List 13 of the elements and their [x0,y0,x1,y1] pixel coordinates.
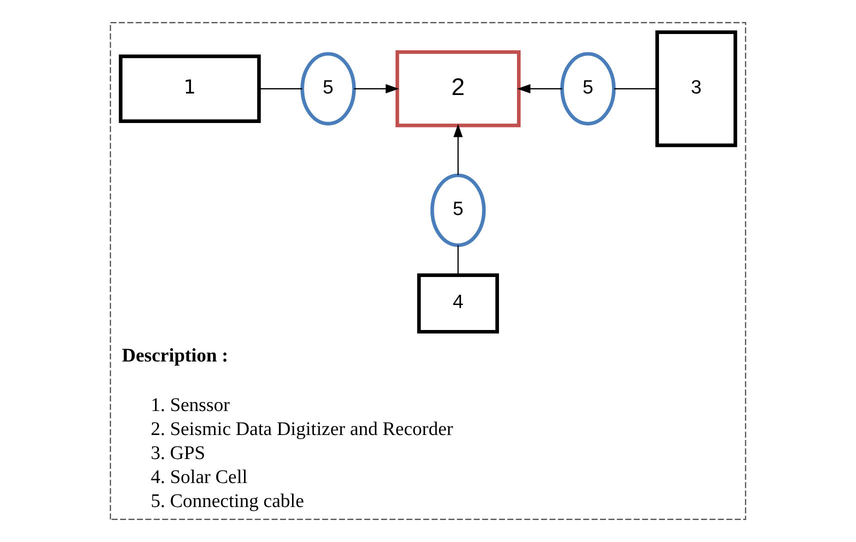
connector [614,88,658,90]
node-box: 4 [417,273,499,334]
node-ellipse: 5 [300,52,356,126]
node-ellipse: 5 [560,52,616,126]
connector [457,245,459,275]
arrow [453,124,463,175]
arrow [354,84,399,94]
node-box: 3 [655,30,738,148]
connector [259,88,302,90]
node-box: 1 [118,54,261,124]
node-ellipse: 5 [430,174,486,247]
node-box: 2 [396,50,521,128]
arrow [517,84,562,94]
